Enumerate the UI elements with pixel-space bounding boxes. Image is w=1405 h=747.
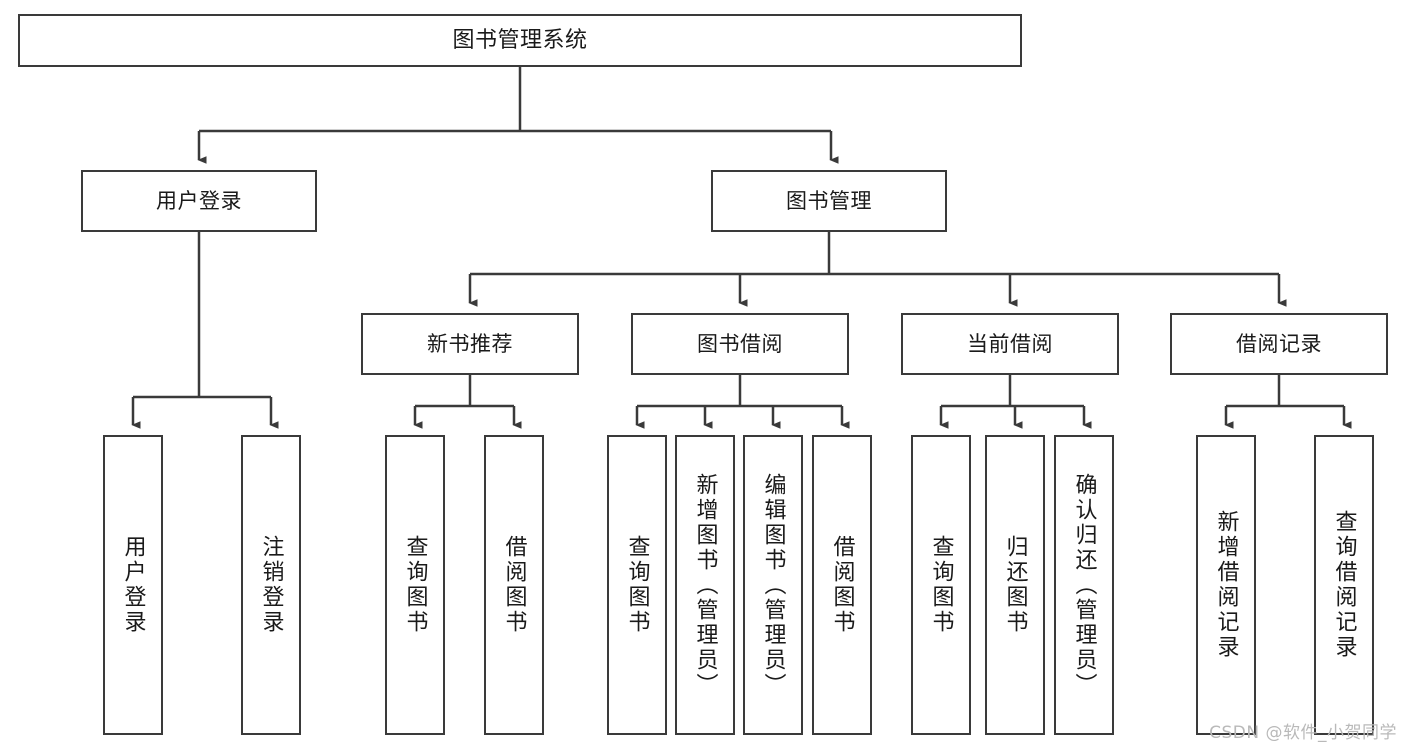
leaf-confirm-return-label: 确认归还（管理员） xyxy=(1071,472,1097,698)
leaf-borrow-book-1-label: 借阅图书 xyxy=(501,535,527,635)
leaf-logout-label: 注销登录 xyxy=(258,535,284,635)
node-user-login-label: 用户登录 xyxy=(156,188,242,213)
leaf-user-login-label: 用户登录 xyxy=(120,535,146,635)
leaf-return-book-label: 归还图书 xyxy=(1002,535,1028,635)
leaf-query-book-1-label: 查询图书 xyxy=(402,535,428,635)
node-new-book-rec[interactable]: 新书推荐 xyxy=(361,313,579,375)
leaf-borrow-book-1[interactable]: 借阅图书 xyxy=(484,435,544,735)
leaf-query-record[interactable]: 查询借阅记录 xyxy=(1314,435,1374,735)
leaf-logout[interactable]: 注销登录 xyxy=(241,435,301,735)
leaf-query-book-2-label: 查询图书 xyxy=(624,535,650,635)
node-root-label: 图书管理系统 xyxy=(452,27,588,53)
leaf-return-book[interactable]: 归还图书 xyxy=(985,435,1045,735)
leaf-edit-book-label: 编辑图书（管理员） xyxy=(760,472,786,698)
node-book-borrow[interactable]: 图书借阅 xyxy=(631,313,849,375)
leaf-edit-book[interactable]: 编辑图书（管理员） xyxy=(743,435,803,735)
leaf-add-record[interactable]: 新增借阅记录 xyxy=(1196,435,1256,735)
node-user-login[interactable]: 用户登录 xyxy=(81,170,317,232)
node-current-borrow[interactable]: 当前借阅 xyxy=(901,313,1119,375)
node-new-book-rec-label: 新书推荐 xyxy=(427,331,513,356)
leaf-add-book-label: 新增图书（管理员） xyxy=(692,472,718,698)
node-root[interactable]: 图书管理系统 xyxy=(18,14,1022,67)
leaf-borrow-book-2[interactable]: 借阅图书 xyxy=(812,435,872,735)
node-book-manage[interactable]: 图书管理 xyxy=(711,170,947,232)
node-borrow-record-label: 借阅记录 xyxy=(1236,331,1322,356)
leaf-query-record-label: 查询借阅记录 xyxy=(1331,510,1357,660)
leaf-user-login[interactable]: 用户登录 xyxy=(103,435,163,735)
leaf-add-book[interactable]: 新增图书（管理员） xyxy=(675,435,735,735)
leaf-query-book-2[interactable]: 查询图书 xyxy=(607,435,667,735)
leaf-confirm-return[interactable]: 确认归还（管理员） xyxy=(1054,435,1114,735)
node-book-borrow-label: 图书借阅 xyxy=(697,331,783,356)
node-book-manage-label: 图书管理 xyxy=(786,188,872,213)
node-current-borrow-label: 当前借阅 xyxy=(967,331,1053,356)
leaf-query-book-1[interactable]: 查询图书 xyxy=(385,435,445,735)
leaf-add-record-label: 新增借阅记录 xyxy=(1213,510,1239,660)
watermark: CSDN @软件_小贺同学 xyxy=(1209,723,1397,743)
leaf-query-book-3-label: 查询图书 xyxy=(928,535,954,635)
node-borrow-record[interactable]: 借阅记录 xyxy=(1170,313,1388,375)
leaf-query-book-3[interactable]: 查询图书 xyxy=(911,435,971,735)
leaf-borrow-book-2-label: 借阅图书 xyxy=(829,535,855,635)
